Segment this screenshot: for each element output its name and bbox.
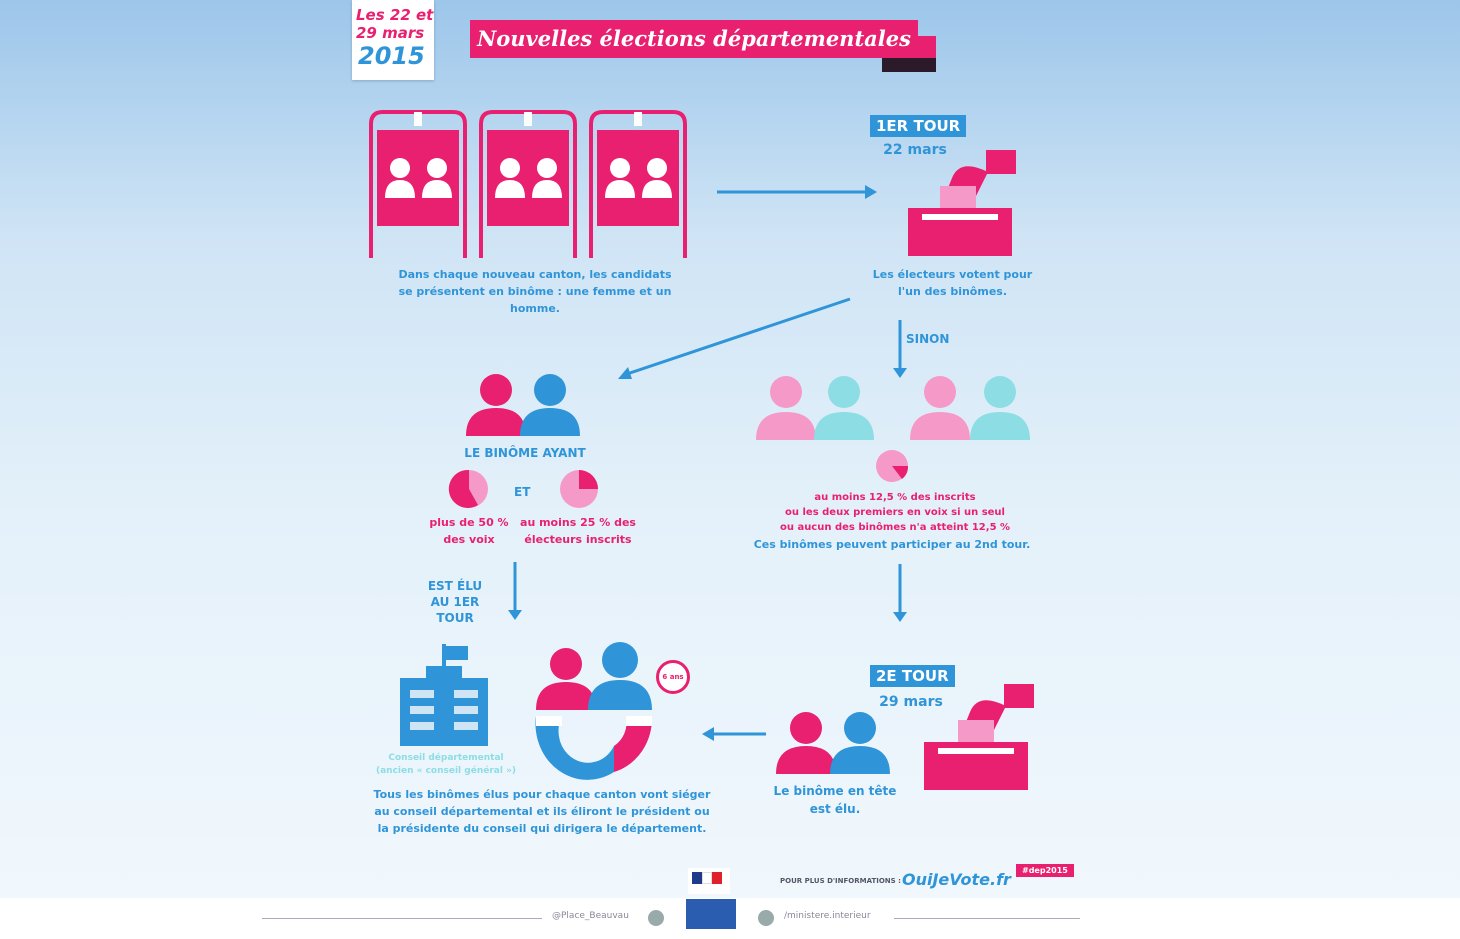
round1-caption: Les électeurs votent pour l'un des binôm… — [872, 268, 1033, 298]
arrow-left-icon — [702, 727, 766, 741]
facebook-handle[interactable]: /ministere.interieur — [784, 911, 871, 921]
pie-25-icon — [560, 470, 598, 508]
qualify-caption: Ces binômes peuvent participer au 2nd to… — [753, 538, 1031, 551]
pie-12-icon — [876, 450, 909, 482]
date-badge: Les 22 et 29 mars 2015 — [352, 0, 434, 80]
arrow-down-left-icon — [508, 562, 522, 620]
council-building-icon — [400, 644, 488, 746]
candidate-panel-2-icon — [479, 110, 577, 258]
title-banner-tip — [918, 36, 936, 58]
term-label: 6 ans — [662, 673, 684, 681]
badge-line1: Les 22 et — [356, 6, 434, 24]
elected-label-line2: AU 1ER TOUR — [430, 595, 480, 625]
twitter-icon[interactable] — [648, 910, 664, 926]
twitter-handle[interactable]: @Place_Beauvau — [552, 911, 629, 921]
site-link[interactable]: OuiJeVote.fr — [902, 870, 1011, 889]
round2-caption: Le binôme en tête est élu. — [760, 782, 910, 818]
elected-label: EST ÉLU AU 1ER TOUR — [410, 578, 500, 626]
footer: @Place_Beauvau /ministere.interieur — [0, 898, 1460, 939]
candidate-panel-1-icon — [369, 110, 467, 258]
arrow-down-right-icon — [893, 564, 907, 622]
arrow-diagonal-icon — [618, 297, 851, 379]
republique-logo — [688, 868, 730, 894]
qualify-line2: ou les deux premiers en voix si un seul — [785, 507, 1005, 518]
round2-caption-line2: est élu. — [809, 802, 861, 816]
badge-line2: 29 mars — [356, 24, 425, 42]
pie-50-icon — [448, 469, 488, 508]
arrow-down-sinon-icon — [893, 320, 907, 378]
candidate-panels — [369, 110, 687, 258]
candidate-panel-3-icon — [589, 110, 687, 258]
building-caption-line1: Conseil départemental — [388, 753, 504, 763]
facebook-icon[interactable] — [758, 910, 774, 926]
hashtag-badge[interactable]: #dep2015 — [1016, 864, 1074, 877]
qualifying-pairs-icon — [756, 376, 1030, 440]
ballot-box-2-icon — [924, 684, 1034, 790]
ministry-logo — [686, 899, 736, 929]
round1-date: 22 mars — [883, 142, 947, 158]
cond1-text: plus de 50 % des voix — [429, 516, 509, 546]
cond2-text: au moins 25 % des électeurs inscrits — [520, 516, 636, 546]
footer-divider-right — [894, 918, 1080, 919]
info-label: POUR PLUS D'INFORMATIONS : — [780, 877, 901, 885]
arrow-right-icon — [717, 185, 877, 199]
round2-caption-line1: Le binôme en tête — [773, 784, 897, 798]
winner-title: LE BINÔME AYANT — [464, 446, 586, 460]
step1-caption: Dans chaque nouveau canton, les candidat… — [398, 268, 672, 315]
building-caption: Conseil départemental (ancien « conseil … — [366, 752, 526, 778]
sinon-label: SINON — [906, 332, 950, 346]
ballot-box-icon — [908, 150, 1016, 256]
building-caption-line2: (ancien « conseil général ») — [375, 766, 516, 776]
page-title: Nouvelles élections départementales — [470, 20, 918, 58]
qualify-line3: ou aucun des binômes n'a atteint 12,5 % — [779, 522, 1011, 533]
badge-line3: 2015 — [358, 42, 425, 70]
leading-pair-icon — [776, 712, 890, 774]
elected-pair-magnet-icon — [535, 642, 653, 780]
qualify-line1: au moins 12,5 % des inscrits — [814, 492, 976, 503]
round2-label: 2E TOUR — [870, 665, 955, 687]
term-clock-icon: 6 ans — [656, 660, 690, 694]
qualify-conditions: au moins 12,5 % des inscrits ou les deux… — [760, 490, 1030, 535]
footer-divider-left — [262, 918, 542, 919]
and-label: ET — [514, 485, 531, 499]
round1-label: 1ER TOUR — [870, 115, 967, 137]
winner-pair-icon — [466, 374, 580, 436]
round2-date: 29 mars — [879, 694, 943, 710]
elected-label-line1: EST ÉLU — [427, 579, 483, 593]
council-caption: Tous les binômes élus pour chaque canton… — [373, 788, 711, 835]
